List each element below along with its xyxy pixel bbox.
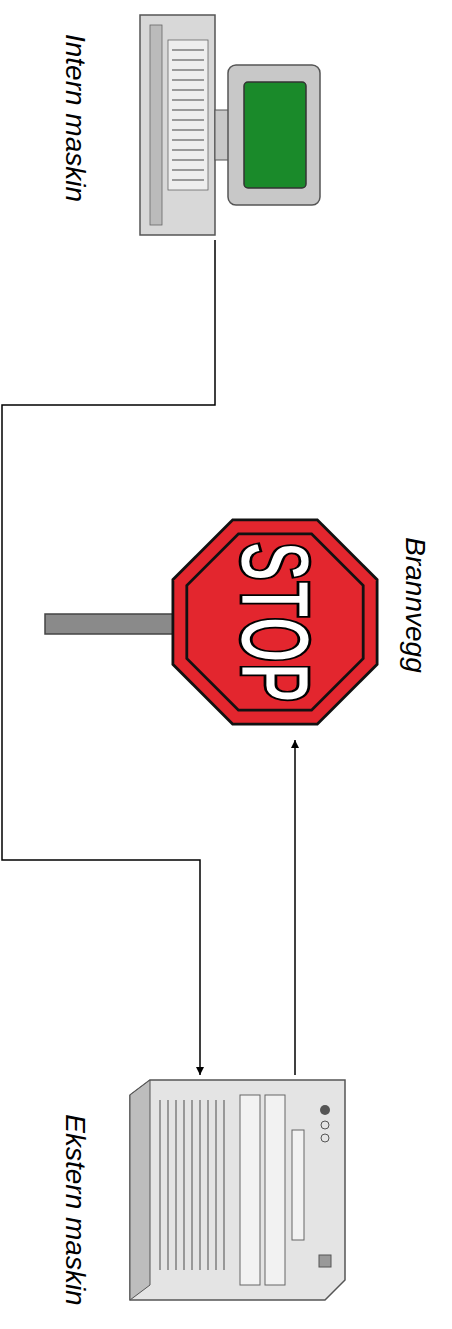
node-label: Brannvegg	[401, 537, 429, 672]
machine-node: Ekstern maskin	[55, 1075, 350, 1325]
computer-icon	[140, 15, 320, 235]
sign-text: STOP	[226, 542, 324, 703]
machine-node: Intern maskin	[55, 5, 330, 240]
sign-pole	[45, 614, 180, 634]
server-icon	[130, 1080, 345, 1300]
sign-ring	[188, 535, 362, 709]
sign-ring	[185, 532, 364, 711]
connector-arrow	[2, 240, 215, 1075]
node-label: Intern maskin	[61, 34, 89, 202]
node-label: Ekstern maskin	[61, 1114, 89, 1305]
sign-ring	[174, 521, 375, 722]
connector-arrow	[294, 740, 296, 1075]
machine-node: Brannvegg STOP	[170, 510, 435, 740]
sign-ring	[172, 519, 379, 726]
stop-sign	[172, 519, 379, 726]
